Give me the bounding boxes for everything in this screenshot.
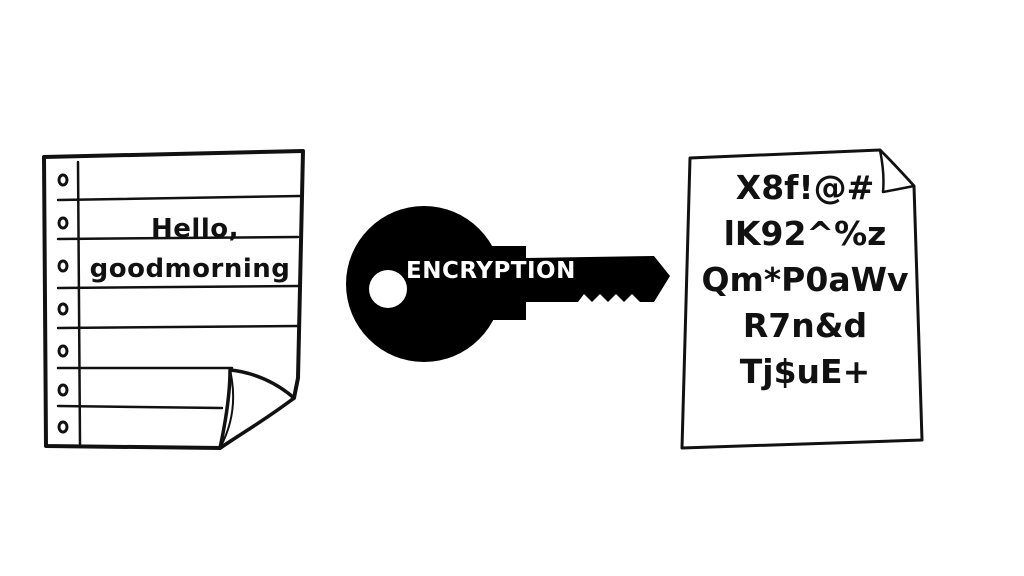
notebook-page-icon	[42, 149, 305, 450]
ciphertext-line-3: Qm*P0aWv	[701, 260, 909, 299]
ciphertext-line-5: Tj$uE+	[739, 352, 871, 391]
ciphertext-line-1: X8f!@#	[735, 168, 875, 207]
key-label: ENCRYPTION	[406, 258, 576, 284]
ciphertext-line-4: R7n&d	[742, 306, 868, 345]
plaintext-line-2: goodmorning	[89, 254, 291, 284]
ciphertext-line-2: lK92^%z	[723, 214, 887, 253]
plaintext-line-1: Hello,	[151, 214, 239, 244]
key-icon	[346, 206, 670, 362]
document-page-icon	[680, 148, 924, 450]
